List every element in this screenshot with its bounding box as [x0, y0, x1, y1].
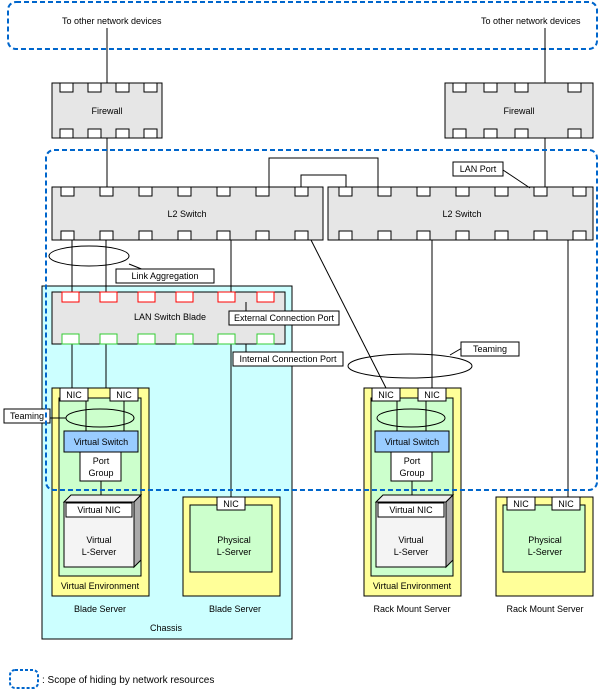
virtual-lserver-label-1: Virtual: [398, 535, 423, 545]
external-port-label: External Connection Port: [234, 313, 335, 323]
virtual-lserver-label-1: Virtual: [86, 535, 111, 545]
l2-switch-right-label: L2 Switch: [442, 209, 481, 219]
teaming-rack-label: Teaming: [473, 344, 507, 354]
l2-switch-left-label: L2 Switch: [167, 209, 206, 219]
rack-server-physical: NIC NIC Physical L-Server: [495, 496, 594, 597]
nic-label: NIC: [223, 499, 239, 509]
firewall-right: Firewall: [444, 82, 594, 139]
physical-lserver-label-1: Physical: [217, 535, 251, 545]
blade-server-virtual: NIC NIC Virtual Switch Port Group Virtua…: [51, 387, 150, 597]
blade-server-physical: NIC Physical L-Server: [182, 496, 281, 597]
firewall-right-label: Firewall: [503, 106, 534, 116]
rack-mount-server-label: Rack Mount Server: [373, 604, 450, 614]
blade-server-label: Blade Server: [209, 604, 261, 614]
physical-lserver-label-1: Physical: [528, 535, 562, 545]
l2-switch-right: L2 Switch: [327, 186, 594, 241]
top-scope-region: [7, 1, 598, 50]
nic-label: NIC: [378, 390, 394, 400]
firewall-left-label: Firewall: [91, 106, 122, 116]
legend-scope-swatch: [9, 669, 39, 689]
internal-port-callout: Internal Connection Port: [232, 344, 344, 367]
lan-switch-blade-label: LAN Switch Blade: [134, 312, 206, 322]
link-aggregation-label: Link Aggregation: [131, 271, 198, 281]
rack-mount-server-label: Rack Mount Server: [506, 604, 583, 614]
virtual-environment-label: Virtual Environment: [373, 581, 452, 591]
l2-switch-left: L2 Switch: [51, 186, 324, 241]
teaming-blade: Teaming: [3, 408, 66, 424]
virtual-nic-label: Virtual NIC: [77, 505, 121, 515]
lan-port-label: LAN Port: [460, 164, 497, 174]
firewall-left: Firewall: [51, 82, 163, 139]
virtual-switch-label: Virtual Switch: [385, 437, 439, 447]
rack-server-virtual: NIC NIC Virtual Switch Port Group Virtua…: [363, 387, 462, 597]
connection-lines: [71, 28, 569, 497]
port-group-label-2: Group: [88, 468, 113, 478]
port-group-label-2: Group: [399, 468, 424, 478]
virtual-environment-label: Virtual Environment: [61, 581, 140, 591]
blade-server-label: Blade Server: [74, 604, 126, 614]
physical-lserver-label-2: L-Server: [528, 547, 563, 557]
nic-label: NIC: [116, 390, 132, 400]
external-port-callout: External Connection Port: [228, 302, 340, 326]
physical-lserver-label-2: L-Server: [217, 547, 252, 557]
nic-label: NIC: [424, 390, 440, 400]
virtual-nic-label: Virtual NIC: [389, 505, 433, 515]
chassis-label: Chassis: [150, 623, 183, 633]
teaming-rack: Teaming: [347, 341, 520, 379]
virtual-lserver-label-2: L-Server: [82, 547, 117, 557]
virtual-switch-label: Virtual Switch: [74, 437, 128, 447]
port-group-label-1: Port: [404, 456, 421, 466]
label-to-other-left: To other network devices: [62, 16, 162, 26]
internal-port-label: Internal Connection Port: [239, 354, 337, 364]
nic-label: NIC: [513, 499, 529, 509]
virtual-lserver-label-2: L-Server: [394, 547, 429, 557]
legend-label: : Scope of hiding by network resources: [42, 675, 214, 686]
nic-label: NIC: [66, 390, 82, 400]
label-to-other-right: To other network devices: [481, 16, 581, 26]
main-scope-region: [45, 149, 598, 491]
port-group-label-1: Port: [93, 456, 110, 466]
lan-port-callout: LAN Port: [452, 161, 531, 189]
nic-label: NIC: [558, 499, 574, 509]
link-aggregation: Link Aggregation: [48, 245, 215, 284]
teaming-blade-label: Teaming: [10, 411, 44, 421]
